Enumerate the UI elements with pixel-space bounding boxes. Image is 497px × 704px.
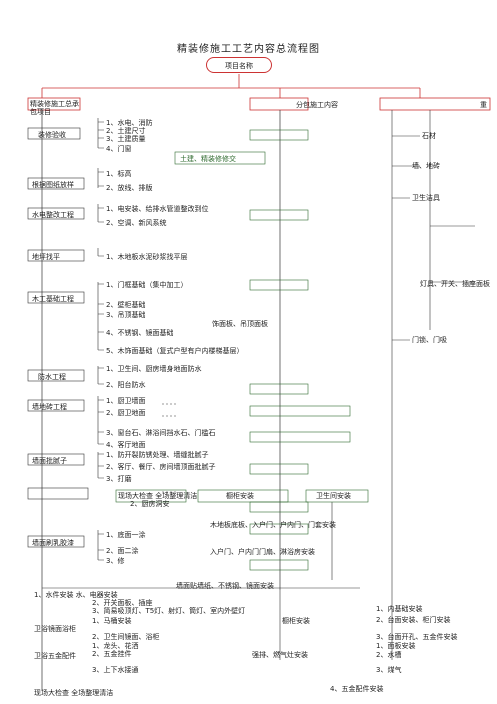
stage-item: 1、电安装、给排水管道整改到位 xyxy=(106,205,209,213)
stage-item: 3、吊顶基础 xyxy=(106,311,146,319)
stage-label: 根据图纸放样 xyxy=(32,181,74,189)
stage-item: 3、打磨 xyxy=(106,475,132,483)
page-title: 精装修施工工艺内容总流程图 xyxy=(177,44,320,55)
stage-item: 1、底面一涂 xyxy=(106,531,146,539)
stage-item: 2、面二涂 xyxy=(106,547,139,555)
bottom-item: 1、水件安装 水、电器安装 xyxy=(34,591,118,599)
right-item: 4、五金配件安装 xyxy=(330,685,384,693)
stage-item: 4、客厅地面 xyxy=(106,441,146,449)
stage-item: 2、客厅、餐厅、房间墙顶面批腻子 xyxy=(106,463,216,471)
middle-item: 土建、精装修修交 xyxy=(180,155,236,163)
stage-item: 4、门窗 xyxy=(106,145,132,153)
middle-header: 分包施工内容 xyxy=(296,101,338,109)
stage-item: 1、标高 xyxy=(106,170,132,178)
right-item: 卫生洁具 xyxy=(412,194,440,202)
bottom-item: 3、上下水接通 xyxy=(92,666,139,674)
stage-item: 1、门框基础（集中加工） xyxy=(106,281,188,289)
middle-item: 现场大检查 全场整理清洁 xyxy=(118,492,198,500)
stage-item: 2、阳台防水 xyxy=(106,381,146,389)
stage-label: 装修验收 xyxy=(38,131,66,139)
root-node: 项目名称 xyxy=(206,57,272,73)
bottom-label: 现场大检查 全场整理清洁 xyxy=(34,689,114,697)
stage-label: 墙面批腻子 xyxy=(32,457,67,465)
stage-item: 3、土建质量 xyxy=(106,135,146,143)
right-item: 灯具、开关、插座面板 xyxy=(420,280,490,288)
left-header: 精装修施工总承包项目 xyxy=(30,100,79,116)
middle-item: 2、厨房洞安 xyxy=(130,500,170,508)
middle-item: 强排、燃气灶安装 xyxy=(252,651,308,659)
bottom-item: 3、简易吸顶灯、T5灯、射灯、筒灯、室内外壁灯 xyxy=(92,607,246,615)
middle-item: 入户门、户内门门扇、淋浴房安装 xyxy=(210,548,315,556)
stage-label: 墙地砖工程 xyxy=(32,403,67,411)
right-item: 1、内基础安装 xyxy=(376,605,423,613)
bottom-label: 卫浴五金配件 xyxy=(34,652,76,660)
stage-label: 木工基础工程 xyxy=(32,295,74,303)
stage-item: 3、窗台石、淋浴间挡水石、门槛石 xyxy=(106,429,216,437)
middle-header-box xyxy=(249,97,309,111)
right-item: 2、台面安装、柜门安装 xyxy=(376,616,451,624)
right-item: 1、面板安装 xyxy=(376,642,416,650)
bottom-item: 2、卫生间镜面、浴柜 xyxy=(92,633,160,641)
stage-item: 4、不锈钢、镜面基础 xyxy=(106,329,174,337)
stage-item: 2、放线、排版 xyxy=(106,184,153,192)
stage-item: 1、厨卫墙面 xyxy=(106,397,146,405)
middle-item: 木地板底板、入户门、户内门、门套安装 xyxy=(210,521,336,529)
left-header-box xyxy=(27,97,81,111)
stage-item: 5、木饰面基础（复式户型有户内楼梯基层） xyxy=(106,347,244,355)
middle-item: 橱柜安装 xyxy=(282,617,310,625)
right-item: 2、水槽 xyxy=(376,651,402,659)
middle-item: 饰面板、吊顶面板 xyxy=(212,320,268,328)
stage-item: 2、土建尺寸 xyxy=(106,127,146,135)
right-item: 门锁、门吸 xyxy=(412,336,447,344)
right-header: 重 xyxy=(480,101,487,109)
stage-item: 1、防开裂防锈处理、墙缝批腻子 xyxy=(106,451,209,459)
bottom-item: 1、马桶安装 xyxy=(92,617,132,625)
bottom-label: 卫浴镜面浴柜 xyxy=(34,625,76,633)
stage-item: 2、空调、新风系统 xyxy=(106,219,167,227)
middle-item: 橱柜安装 xyxy=(226,492,254,500)
stage-item: 1、卫生间、厨房墙身地面防水 xyxy=(106,365,202,373)
stage-label: 地坪找平 xyxy=(32,253,60,261)
stage-item: 1、木地板水泥砂浆找平层 xyxy=(106,253,188,261)
right-item: 墙、地砖 xyxy=(412,162,440,170)
stage-item: 3、修 xyxy=(106,557,125,565)
middle-item: 墙面贴墙纸、不锈钢、镜面安装 xyxy=(176,582,274,590)
stage-item: 1、水电、消防 xyxy=(106,119,153,127)
right-header-box xyxy=(379,97,491,111)
right-item: 3、台面开孔、五金件安装 xyxy=(376,633,458,641)
stage-label: 防水工程 xyxy=(38,373,66,381)
right-item: 石材 xyxy=(422,132,436,140)
bottom-item: 1、龙头、花洒 xyxy=(92,642,139,650)
right-item: 3、煤气 xyxy=(376,666,402,674)
stage-label: 水电整改工程 xyxy=(32,211,74,219)
stage-item: 2、壁柜基础 xyxy=(106,301,146,309)
bottom-item: 2、五金挂件 xyxy=(92,650,132,658)
stage-label: 墙面刷乳胶漆 xyxy=(32,539,74,547)
middle-item: 卫生间安装 xyxy=(316,492,351,500)
stage-item: 2、厨卫地面 xyxy=(106,409,146,417)
bottom-item: 2、开关面板、插座 xyxy=(92,599,153,607)
